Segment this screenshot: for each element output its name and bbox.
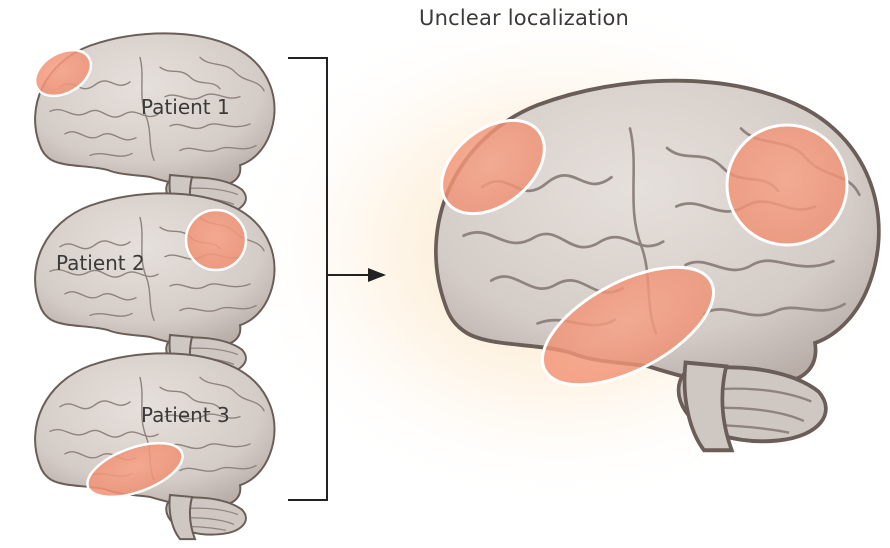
figure-title: Unclear localization — [419, 6, 629, 30]
patient-1-label: Patient 1 — [141, 95, 230, 119]
patient-2-lesion-highlight — [186, 210, 246, 270]
combined-parietal-highlight — [727, 125, 847, 245]
patient-2-label: Patient 2 — [56, 251, 145, 275]
patient-3-label: Patient 3 — [141, 403, 230, 427]
